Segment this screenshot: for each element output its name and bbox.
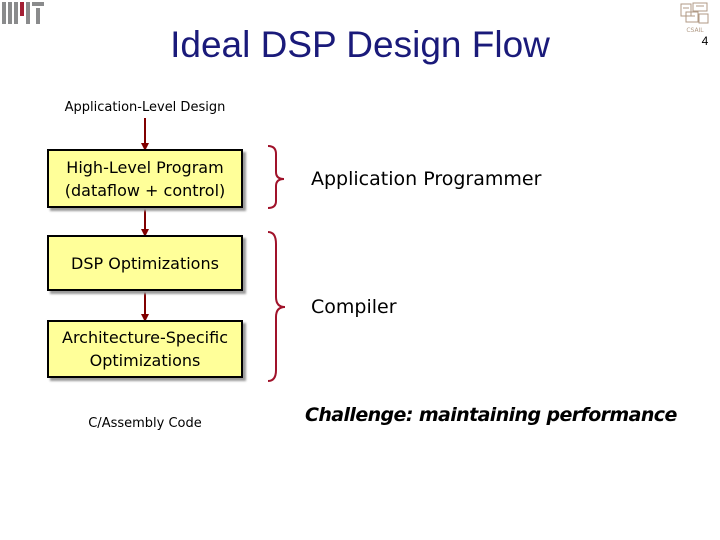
application-programmer-label: Application Programmer bbox=[311, 168, 542, 190]
architecture-specific-label: Architecture-Specific Optimizations bbox=[62, 328, 228, 370]
bottom-label: C/Assembly Code bbox=[88, 416, 202, 431]
mit-logo bbox=[2, 2, 44, 24]
architecture-specific-box: Architecture-Specific Optimizations bbox=[47, 320, 243, 378]
challenge-text: Challenge: maintaining performance bbox=[305, 404, 677, 426]
slide-title: Ideal DSP Design Flow bbox=[170, 24, 550, 65]
high-level-program-label: High-Level Program (dataflow + control) bbox=[64, 157, 226, 200]
dsp-optimizations-box: DSP Optimizations bbox=[47, 235, 243, 291]
top-label: Application-Level Design bbox=[64, 100, 226, 115]
high-level-program-box: High-Level Program (dataflow + control) bbox=[47, 149, 243, 208]
slide-number: 4 bbox=[701, 34, 709, 48]
csail-logo: CSAIL bbox=[680, 2, 709, 34]
svg-text:CSAIL: CSAIL bbox=[686, 27, 704, 34]
brace-compiler bbox=[267, 231, 286, 382]
brace-app-programmer bbox=[267, 145, 285, 209]
dsp-optimizations-label: DSP Optimizations bbox=[71, 253, 219, 273]
compiler-label: Compiler bbox=[311, 296, 397, 318]
